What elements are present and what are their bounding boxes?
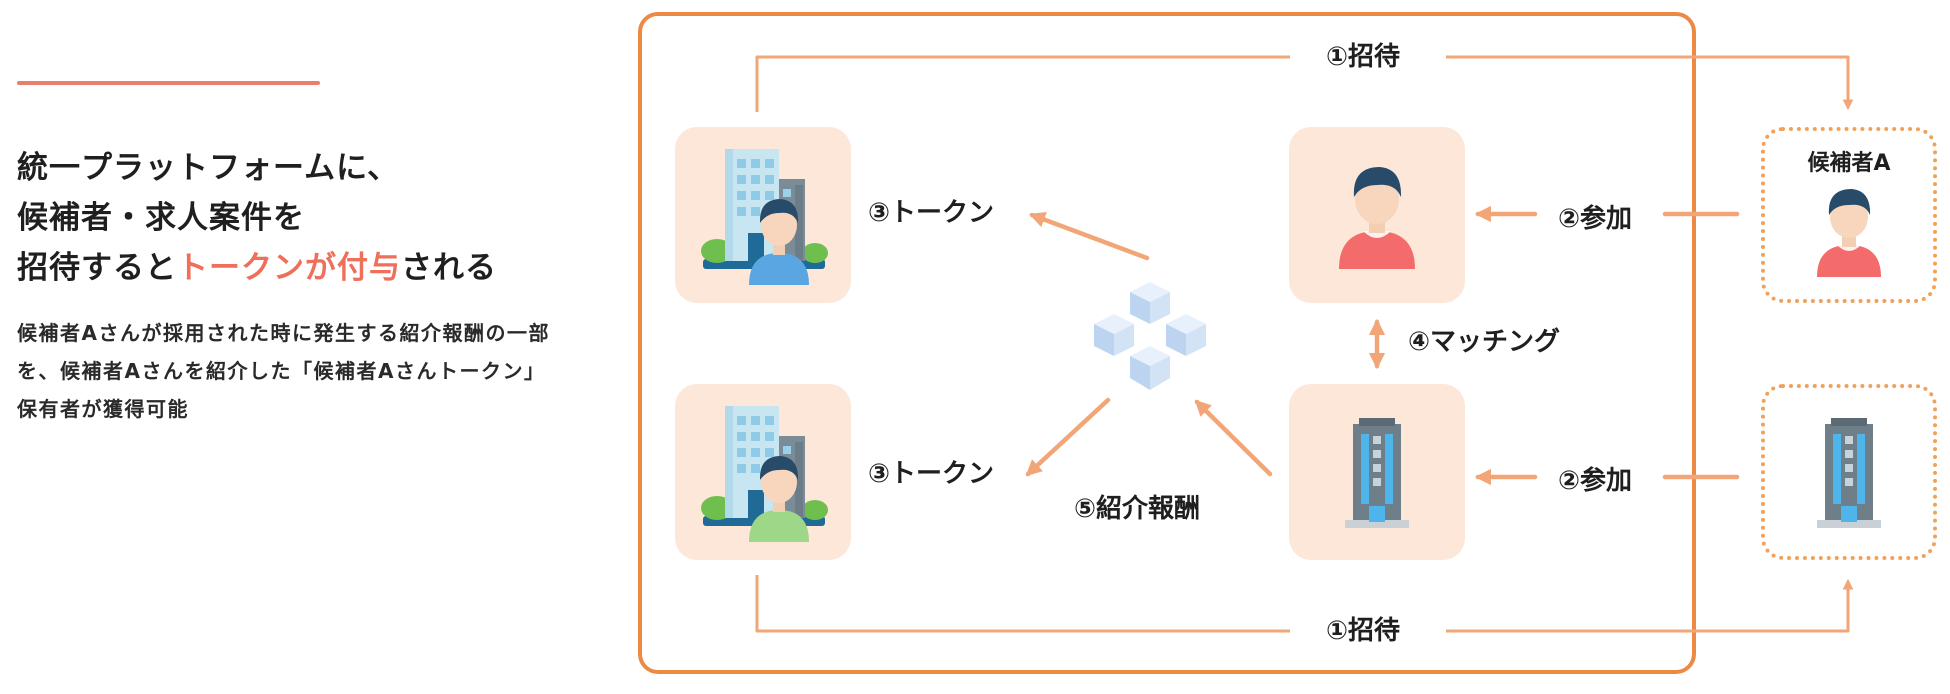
matching-label: ④マッチング (1408, 327, 1561, 357)
headline-line-3: 招待するとトークンが付与される (17, 243, 617, 293)
headline-line-3-start: 招待すると (17, 250, 177, 286)
token-top-arrow (1028, 211, 1150, 261)
person-icon (1339, 167, 1415, 269)
headline-line-2: 候補者・求人案件を (17, 200, 305, 236)
blockchain-cubes-icon (1094, 282, 1206, 390)
reward-arrow (1194, 399, 1273, 477)
invite-top-label: ①招待 (1318, 40, 1409, 74)
accent-rule (17, 81, 320, 85)
company-tile-right (1289, 384, 1465, 560)
invite-bottom-label: ①招待 (1318, 614, 1409, 648)
referral-reward-label: ⑤紹介報酬 (1074, 494, 1201, 524)
join-top-label: ②参加 (1558, 204, 1633, 234)
headline-highlight: トークンが付与 (177, 250, 401, 286)
person-icon (1817, 189, 1881, 277)
headline-line-3-end: される (401, 250, 497, 286)
invite-bottom-connector (755, 575, 1290, 633)
external-candidate-a: 候補者A (1761, 127, 1937, 303)
building-person-icon (701, 149, 828, 285)
invite-top-connector (755, 55, 1290, 112)
company-tile-bottom (675, 384, 851, 560)
office-building-icon (1817, 418, 1881, 528)
token-bottom-arrow (1025, 397, 1111, 477)
invite-top-arrow (1446, 55, 1854, 111)
candidate-tile (1289, 127, 1465, 303)
candidate-a-label: 候補者A (1807, 151, 1891, 176)
headline-line-1: 統一プラットフォームに、 (17, 150, 400, 186)
office-building-icon (1345, 418, 1409, 528)
headline: 統一プラットフォームに、 候補者・求人案件を 招待するとトークンが付与される (17, 143, 617, 293)
building-person-icon (701, 406, 828, 542)
token-bottom-label: ③トークン (868, 459, 995, 489)
invite-bottom-arrow (1446, 578, 1854, 633)
company-tile-top (675, 127, 851, 303)
platform-frame (638, 12, 1696, 674)
description: 候補者Aさんが採用された時に発生する紹介報酬の一部を、候補者Aさんを紹介した「候… (17, 321, 550, 421)
external-company (1761, 384, 1937, 560)
join-bottom-label: ②参加 (1558, 466, 1633, 496)
token-top-label: ③トークン (868, 198, 995, 228)
